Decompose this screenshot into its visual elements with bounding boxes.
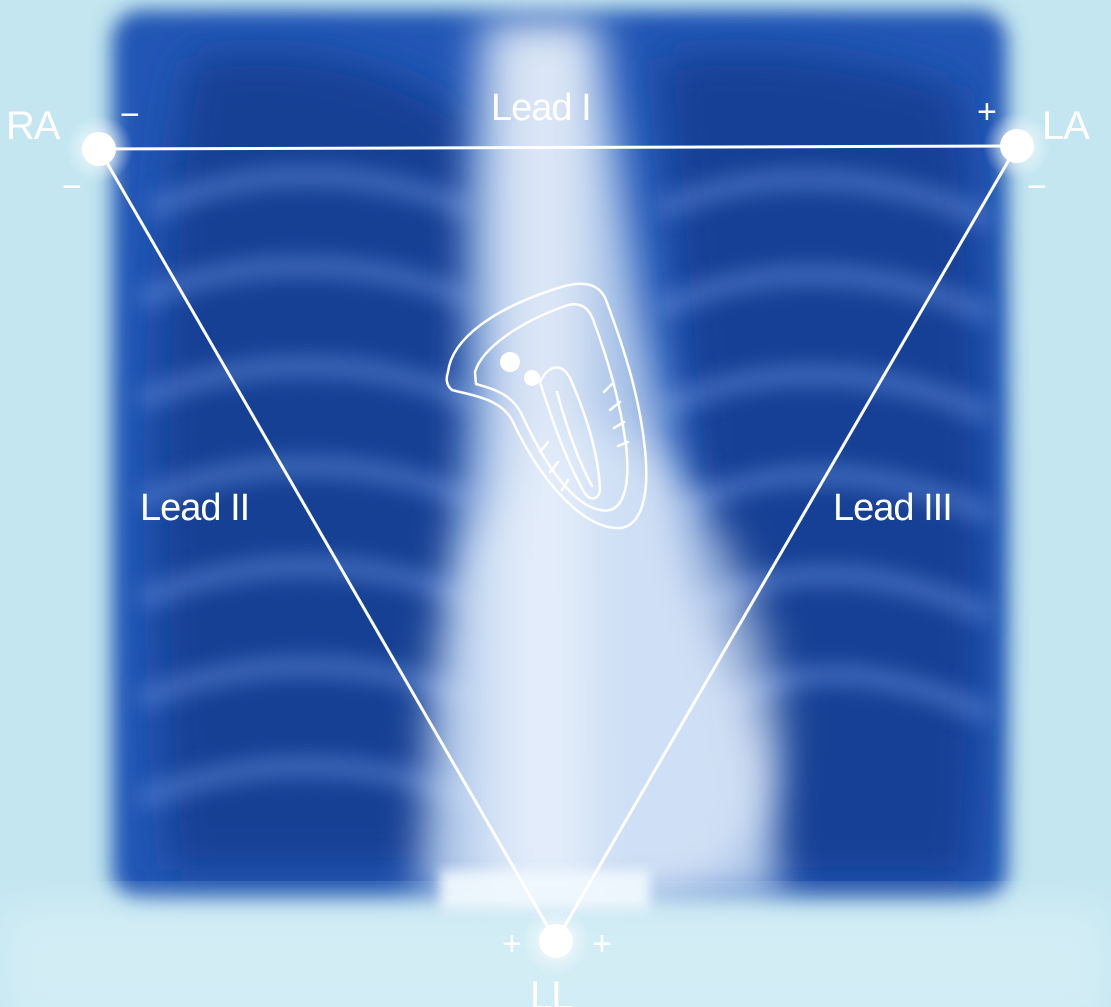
- la-minus-side: −: [1027, 170, 1046, 204]
- av-node: [524, 370, 540, 386]
- la-label: LA: [1042, 106, 1089, 146]
- ll-plus-left: +: [502, 927, 521, 961]
- ra-minus-side: −: [62, 170, 81, 204]
- la-electrode: [1000, 129, 1034, 163]
- lead-2-label: Lead II: [140, 489, 249, 527]
- ll-plus-right: +: [592, 927, 611, 961]
- sa-node: [500, 352, 520, 372]
- ll-electrode: [539, 924, 573, 958]
- ra-electrode: [82, 132, 116, 166]
- ll-label: LL: [530, 976, 573, 1007]
- ra-label: RA: [6, 106, 60, 146]
- la-plus-top: +: [977, 95, 996, 129]
- lead-1-label: Lead I: [491, 89, 591, 127]
- lead-3-label: Lead III: [833, 489, 952, 527]
- ra-minus-top: −: [120, 98, 139, 132]
